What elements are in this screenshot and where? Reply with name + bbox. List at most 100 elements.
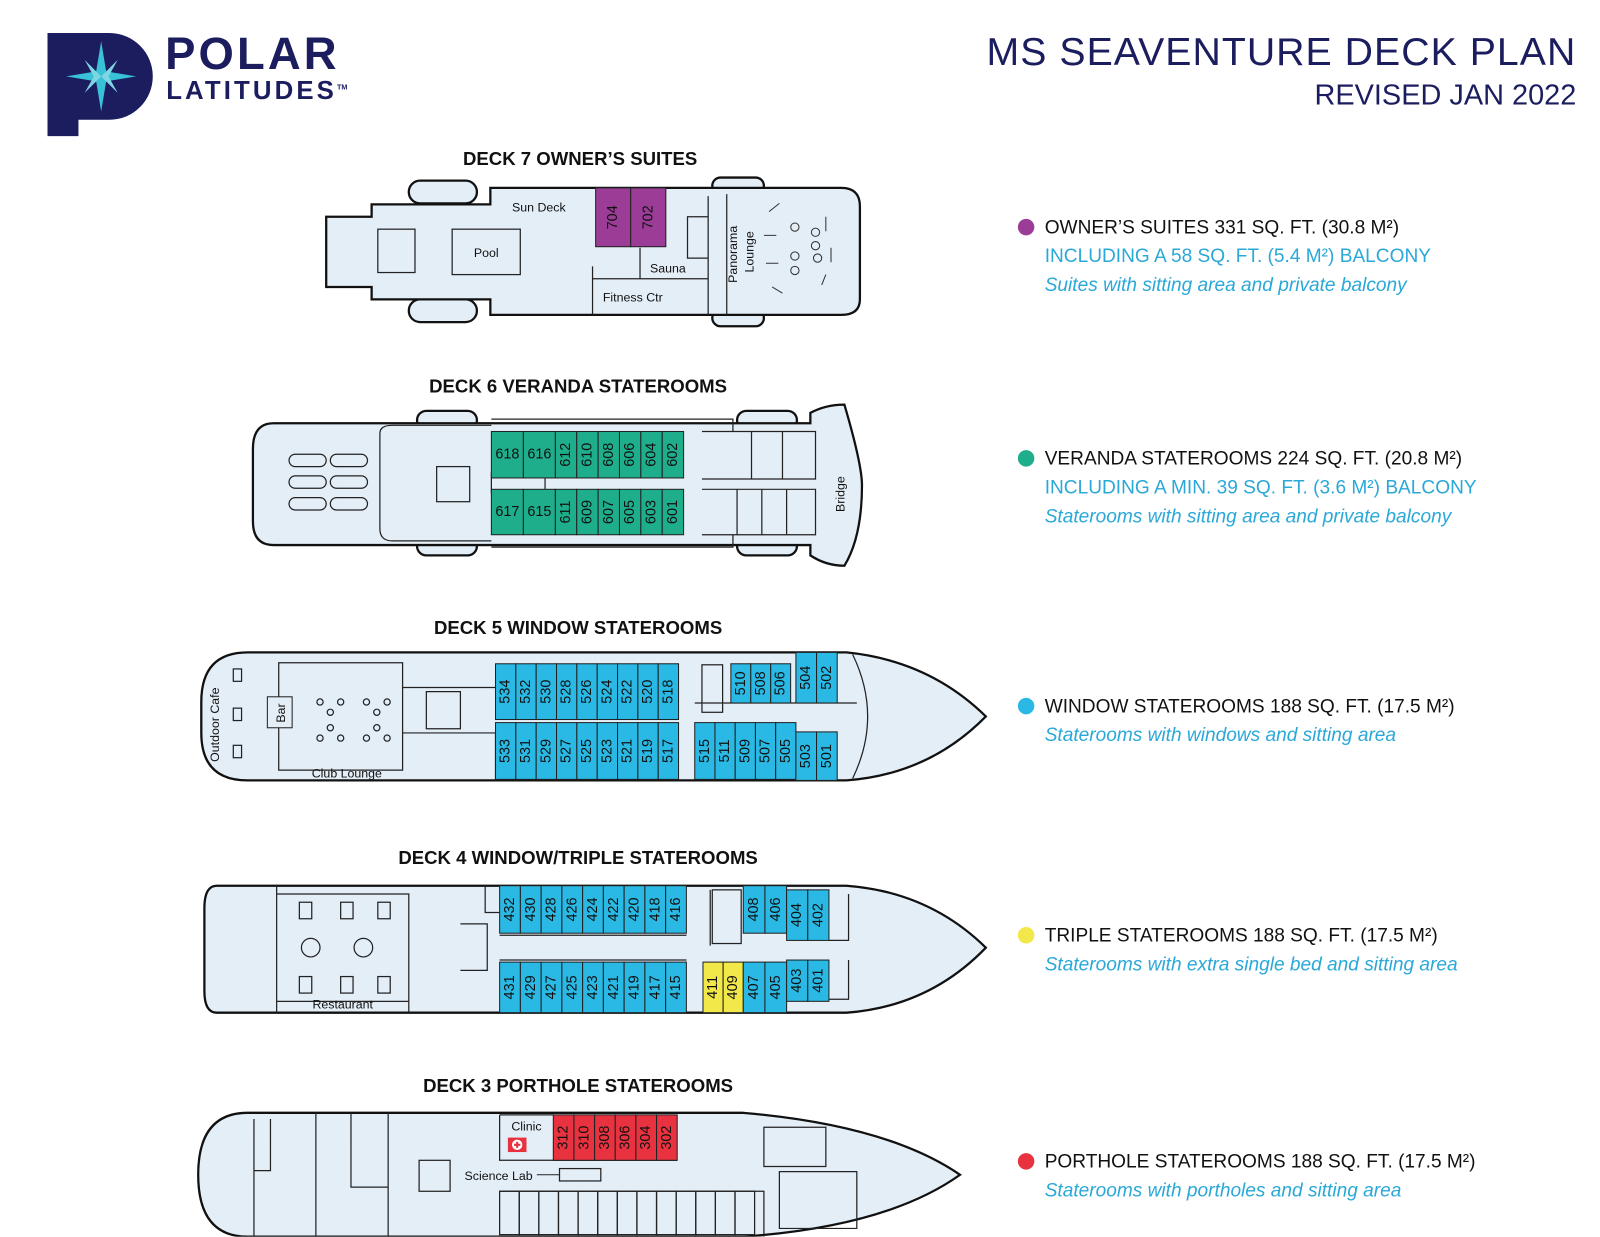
legend-porthole-staterooms: PORTHOLE STATEROOMS 188 SQ. FT. (17.5 M²… [1017,1147,1476,1205]
cabin-box[interactable] [816,731,838,781]
cabin-530[interactable]: 530 [535,663,558,721]
cabin-509[interactable]: 509 [734,722,756,780]
cabin-532[interactable]: 532 [515,663,537,721]
cabin-611[interactable]: 611 [554,488,578,536]
cabin-416[interactable]: 416 [665,885,687,934]
cabin-528[interactable]: 528 [555,663,578,721]
cabin-618[interactable]: 618 [490,430,524,479]
cabin-524[interactable]: 524 [596,663,619,721]
cabin-704[interactable]: 704 [595,187,632,248]
cabin-box[interactable] [770,663,792,704]
cabin-501[interactable]: 501 [816,731,838,781]
cabin-522[interactable]: 522 [617,663,639,721]
cabin-511[interactable]: 511 [714,722,736,780]
cabin-430[interactable]: 430 [519,885,542,934]
cabin-312[interactable]: 312 [552,1114,575,1161]
cabin-415[interactable]: 415 [665,961,687,1014]
cabin-405[interactable]: 405 [764,961,788,1014]
cabin-310[interactable]: 310 [573,1114,596,1161]
cabin-423[interactable]: 423 [582,961,604,1014]
cabin-529[interactable]: 529 [535,722,558,780]
cabin-box[interactable] [657,663,680,721]
cabin-504[interactable]: 504 [795,651,818,704]
cabin-608[interactable]: 608 [597,430,620,479]
cabin-302[interactable]: 302 [656,1114,678,1161]
cabin-616[interactable]: 616 [522,430,556,479]
cabin-515[interactable]: 515 [694,722,716,780]
cabin-407[interactable]: 407 [742,961,766,1014]
cabin-517[interactable]: 517 [657,722,680,780]
cabin-box[interactable] [595,187,632,248]
cabin-604[interactable]: 604 [640,430,663,479]
cabin-box[interactable] [661,488,685,536]
cabin-box[interactable] [665,961,687,1014]
cabin-429[interactable]: 429 [519,961,542,1014]
cabin-531[interactable]: 531 [515,722,537,780]
cabin-408[interactable]: 408 [742,885,766,934]
cabin-605[interactable]: 605 [618,488,642,536]
cabin-615[interactable]: 615 [522,488,556,536]
cabin-406[interactable]: 406 [764,885,788,934]
cabin-404[interactable]: 404 [786,889,809,941]
cabin-601[interactable]: 601 [661,488,685,536]
cabin-519[interactable]: 519 [637,722,659,780]
cabin-510[interactable]: 510 [730,663,752,704]
cabin-520[interactable]: 520 [637,663,659,721]
cabin-508[interactable]: 508 [750,663,772,704]
cabin-box[interactable] [816,651,838,704]
cabin-602[interactable]: 602 [661,430,685,479]
cabin-419[interactable]: 419 [623,961,646,1014]
cabin-427[interactable]: 427 [540,961,563,1014]
cabin-box[interactable] [630,187,667,248]
cabin-417[interactable]: 417 [644,961,667,1014]
cabin-426[interactable]: 426 [561,885,584,934]
cabin-box[interactable] [656,1114,678,1161]
cabin-505[interactable]: 505 [775,722,797,780]
cabin-702[interactable]: 702 [630,187,667,248]
cabin-411[interactable]: 411 [702,961,724,1014]
cabin-502[interactable]: 502 [816,651,838,704]
cabin-521[interactable]: 521 [617,722,639,780]
cabin-402[interactable]: 402 [807,889,830,941]
cabin-526[interactable]: 526 [576,663,598,721]
cabin-534[interactable]: 534 [494,663,517,721]
cabin-box[interactable] [657,722,680,780]
cabin-507[interactable]: 507 [754,722,777,780]
cabin-610[interactable]: 610 [576,430,599,479]
cabin-606[interactable]: 606 [618,430,642,479]
cabin-421[interactable]: 421 [602,961,625,1014]
cabin-432[interactable]: 432 [499,885,521,934]
cabin-523[interactable]: 523 [596,722,619,780]
cabin-503[interactable]: 503 [795,731,818,781]
cabin-409[interactable]: 409 [722,961,744,1014]
cabin-418[interactable]: 418 [644,885,667,934]
cabin-number: 523 [599,739,615,763]
cabin-420[interactable]: 420 [623,885,646,934]
cabin-612[interactable]: 612 [554,430,578,479]
cabin-518[interactable]: 518 [657,663,680,721]
cabin-box[interactable] [807,889,830,941]
crew-cabin [734,1190,756,1236]
cabin-506[interactable]: 506 [770,663,792,704]
cabin-609[interactable]: 609 [576,488,599,536]
cabin-425[interactable]: 425 [561,961,584,1014]
cabin-308[interactable]: 308 [594,1114,616,1161]
cabin-403[interactable]: 403 [786,959,809,1002]
cabin-box[interactable] [807,959,830,1002]
cabin-431[interactable]: 431 [499,961,521,1014]
cabin-box[interactable] [490,488,524,536]
cabin-401[interactable]: 401 [807,959,830,1002]
cabin-box[interactable] [665,885,687,934]
cabin-533[interactable]: 533 [494,722,517,780]
cabin-525[interactable]: 525 [576,722,598,780]
cabin-306[interactable]: 306 [614,1114,637,1161]
cabin-527[interactable]: 527 [555,722,578,780]
cabin-617[interactable]: 617 [490,488,524,536]
cabin-424[interactable]: 424 [582,885,604,934]
cabin-304[interactable]: 304 [635,1114,658,1161]
cabin-box[interactable] [661,430,685,479]
cabin-603[interactable]: 603 [640,488,663,536]
cabin-428[interactable]: 428 [540,885,563,934]
cabin-422[interactable]: 422 [602,885,625,934]
cabin-607[interactable]: 607 [597,488,620,536]
